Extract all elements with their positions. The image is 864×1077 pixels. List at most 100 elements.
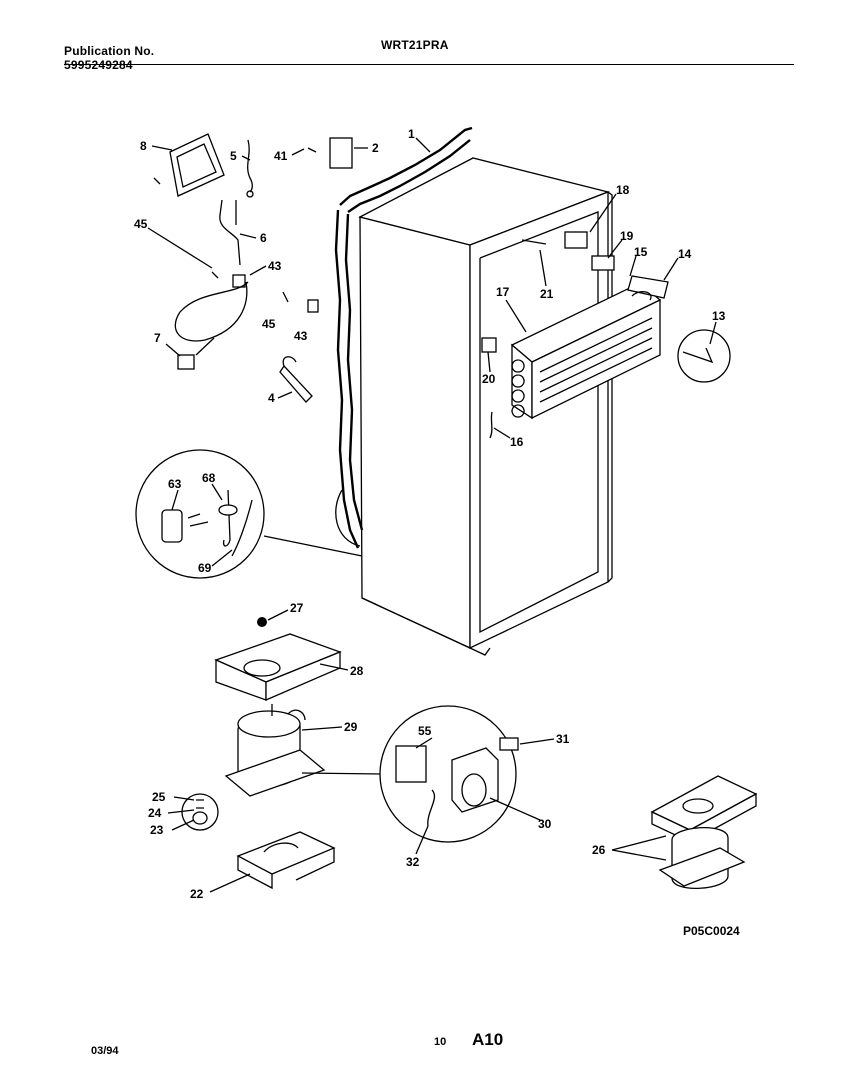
detail-circle-left [135,449,363,579]
publication-date: 03/94 [91,1045,119,1057]
callout-21: 21 [540,287,554,301]
part-16-wire [489,411,493,439]
part-30-relay [451,747,499,813]
part-20-clip [481,337,497,353]
condenser-side-run [334,209,360,549]
condenser-coil [334,126,473,549]
part-41-screw [307,147,317,153]
callout-69: 69 [198,561,212,575]
part-18-block [564,231,588,249]
part-43-clip [307,299,319,313]
part-22-bracket-side [237,856,273,890]
publication-label: Publication No. [64,44,155,58]
part-30-relay-face [461,773,487,807]
part-4-lead [282,356,297,367]
evaporator-fins [539,317,653,403]
callout-4: 4 [268,391,275,405]
callout-43-b: 43 [294,329,308,343]
evaporator-return-bends [511,359,525,418]
relay-detail [379,705,519,843]
callout-labels: 8 5 41 2 1 45 6 43 7 45 43 4 18 19 15 14… [134,127,726,901]
part-55-cover [395,745,427,783]
cabinet-back [469,191,609,650]
callout-45: 45 [134,217,148,231]
callout-45-b: 45 [262,317,276,331]
part-4-thermostat [279,364,313,403]
callout-32: 32 [406,855,420,869]
part-7-plug [177,354,195,370]
part-28-pan-dish [243,659,281,677]
part-45-screw-c [211,271,219,279]
part-29-base [224,749,326,797]
callout-55: 55 [418,724,432,738]
part-68-head [218,504,238,516]
callout-27: 27 [290,601,304,615]
callout-13: 13 [712,309,726,323]
part-29-tubes [271,704,306,721]
part-8-frame-inner [176,143,217,188]
callout-22: 22 [190,887,204,901]
part-6-harness [219,199,241,266]
callout-28: 28 [350,664,364,678]
model-number: WRT21PRA [381,38,449,52]
header-rule [64,64,794,65]
part-22-bracket [236,831,336,875]
callout-15: 15 [634,245,648,259]
callout-5: 5 [230,149,237,163]
cabinet-edge [607,191,613,583]
callout-19: 19 [620,229,634,243]
callout-24: 24 [148,806,162,820]
part-32-wire [427,789,436,827]
callout-14: 14 [678,247,692,261]
compressor-detail-leader [301,772,383,775]
callout-31: 31 [556,732,570,746]
part-7-cord-lead [195,337,215,356]
part-5-terminal [246,190,254,198]
part-69-tube [231,499,253,557]
callout-16: 16 [510,435,524,449]
callout-7: 7 [154,331,161,345]
callout-43: 43 [268,259,282,273]
part-7-cord [174,281,249,342]
callout-63: 63 [168,477,182,491]
part-24-25-sleeve-washer [196,799,204,809]
alt-compressor-base [658,847,746,887]
drawing-code: P05C0024 [683,924,740,938]
callout-23: 23 [150,823,164,837]
callout-41: 41 [274,149,288,163]
condenser-side-run-2 [344,213,364,531]
compressor-assembly [181,617,383,890]
part-2-bracket [329,137,353,169]
part-13-sensor [682,347,714,364]
part-19-heater [591,255,615,271]
publication-number: 5995249284 [64,58,133,72]
callout-30: 30 [538,817,552,831]
callout-25: 25 [152,790,166,804]
detail-leader [263,535,363,557]
callout-29: 29 [344,720,358,734]
relay-detail-circle [379,705,517,843]
part-22-cutout [263,842,299,853]
part-29-compressor-top [237,710,301,738]
cabinet [358,157,613,656]
part-22-bracket-front [295,848,335,881]
part-27-grommet [257,617,267,627]
page-number: 10 [434,1036,447,1048]
part-21-screw [521,239,547,245]
evaporator [510,282,662,420]
callout-17: 17 [496,285,510,299]
part-63-capacitor [161,509,183,543]
cabinet-base [361,597,491,656]
part-68-probe [222,489,231,547]
callout-8: 8 [140,139,147,153]
part-23-grommet [192,811,208,825]
callout-6: 6 [260,231,267,245]
condenser-top-run-2 [347,139,471,213]
part-63-leads [187,513,209,527]
callout-68: 68 [202,471,216,485]
leader-lines [147,137,717,893]
cabinet-back-inset [479,211,599,634]
part-45-screw-b [153,177,161,185]
